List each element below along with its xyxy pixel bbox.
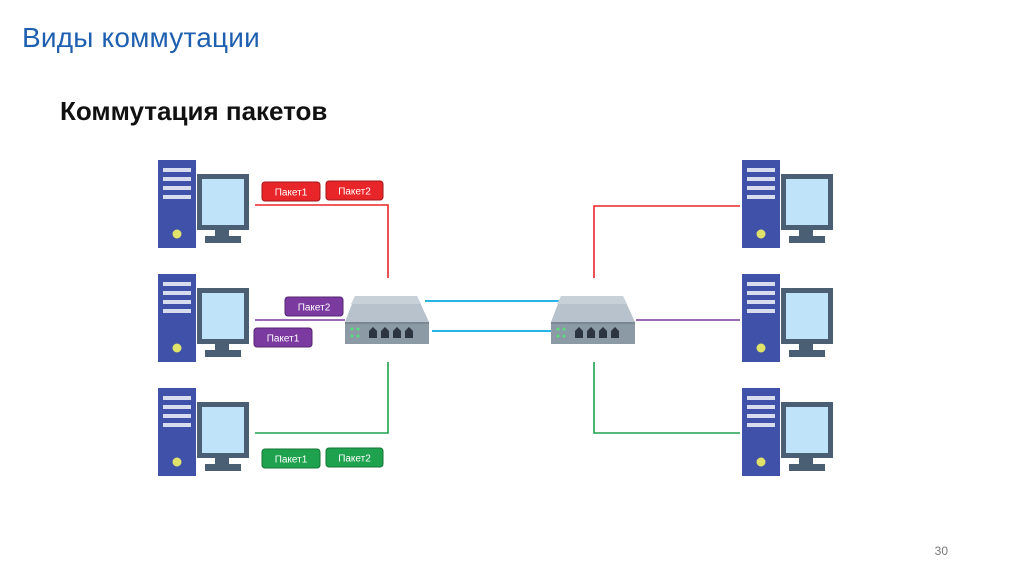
packet-purple-top: Пакет2	[284, 296, 344, 317]
packet-purple-bottom-label: Пакет1	[267, 334, 300, 345]
packet-purple-top-label: Пакет2	[298, 303, 331, 314]
computer-icon-left-3	[158, 388, 249, 476]
switch-icon-right	[551, 296, 635, 344]
red-link-right	[593, 205, 740, 278]
page-number: 30	[934, 544, 948, 558]
computer-icon-right-1	[742, 160, 833, 248]
packet-red-1-label: Пакет1	[275, 188, 308, 199]
switch-icon-left	[345, 296, 429, 344]
packet-green-1-label: Пакет1	[275, 455, 308, 466]
green-link-left	[255, 362, 389, 434]
packet-purple-bottom: Пакет1	[253, 327, 313, 348]
packet-red-2: Пакет2	[325, 180, 384, 201]
computer-icon-right-3	[742, 388, 833, 476]
slide-subtitle: Коммутация пакетов	[60, 96, 328, 126]
red-link-left	[255, 204, 389, 278]
packet-red-1: Пакет1	[261, 181, 321, 202]
computer-icon-left-2	[158, 274, 249, 362]
computer-icon-right-2	[742, 274, 833, 362]
packet-green-1: Пакет1	[261, 448, 321, 469]
slide-title: Виды коммутации	[22, 22, 260, 53]
green-link-right	[593, 362, 740, 434]
packet-red-2-label: Пакет2	[338, 187, 371, 198]
packet-green-2-label: Пакет2	[338, 454, 371, 465]
computer-icon-left-1	[158, 160, 249, 248]
connection-lines	[255, 204, 740, 434]
packet-green-2: Пакет2	[325, 447, 384, 468]
